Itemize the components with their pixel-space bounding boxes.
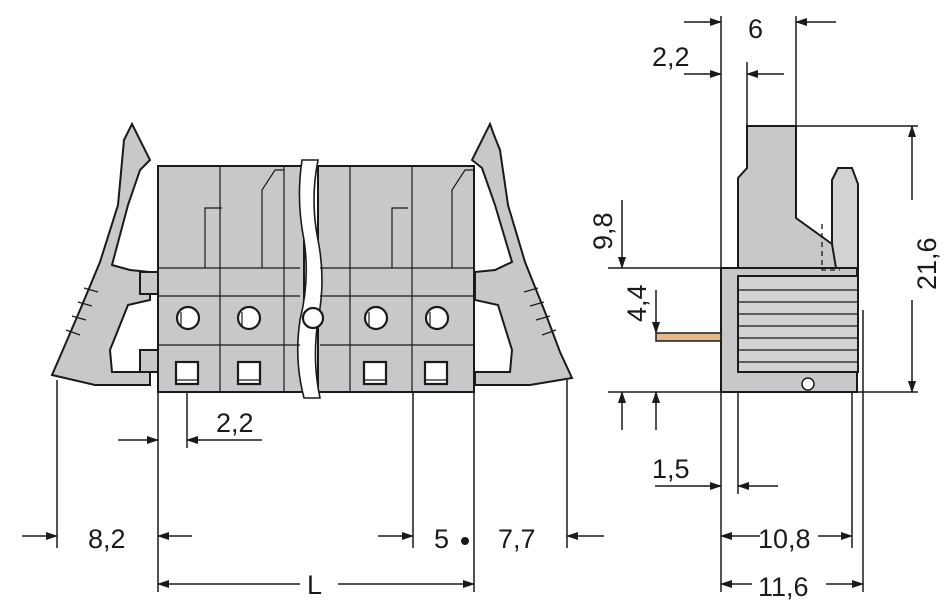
dim-length: L [307, 570, 322, 600]
dim-side-width: 6 [748, 14, 763, 44]
dim-side-108: 10,8 [758, 524, 811, 554]
side-latch [831, 167, 859, 281]
dim-side-height: 21,6 [912, 237, 942, 290]
top-cavities [204, 169, 474, 268]
pitch-dot [461, 537, 469, 545]
dim-pitch: 5 [434, 524, 449, 554]
side-housing [737, 125, 841, 269]
dim-left-offset: 8,2 [88, 524, 126, 554]
dim-side-15: 1,5 [652, 454, 690, 484]
dim-side-116: 11,6 [758, 572, 809, 602]
push-button-windows [174, 360, 449, 386]
side-ribbed-panel [737, 275, 859, 373]
right-locking-lever [470, 121, 574, 386]
dim-side-small: 2,2 [652, 42, 690, 72]
dim-side-98: 9,8 [588, 212, 618, 250]
front-extension-lines [56, 380, 568, 592]
dim-front-pitch: 2,2 [216, 408, 254, 438]
front-dimension-arrows [22, 436, 604, 588]
side-dimension-arrows [618, 18, 916, 588]
break-line [296, 159, 323, 399]
left-locking-lever [50, 121, 152, 386]
hidden-contact [821, 224, 840, 271]
left-side-tab [139, 271, 159, 295]
left-lever-teeth [65, 287, 99, 336]
left-side-tab-lower [139, 349, 159, 373]
housing-bands [158, 166, 474, 392]
housing-left [157, 165, 305, 393]
wire-entry-holes [175, 305, 450, 331]
side-ribs [738, 289, 858, 363]
right-lever-teeth [523, 287, 557, 336]
side-view: 6 2,2 9,8 4,4 21,6 1,5 10,8 11,6 [588, 14, 942, 602]
side-foot [801, 377, 815, 391]
housing-right [317, 165, 475, 393]
front-view: 2,2 8,2 L 5 7,7 [22, 121, 604, 600]
dim-side-44: 4,4 [622, 284, 652, 322]
side-extension-lines [608, 16, 918, 592]
solder-pin [655, 332, 722, 342]
dim-right-offset: 7,7 [498, 524, 536, 554]
